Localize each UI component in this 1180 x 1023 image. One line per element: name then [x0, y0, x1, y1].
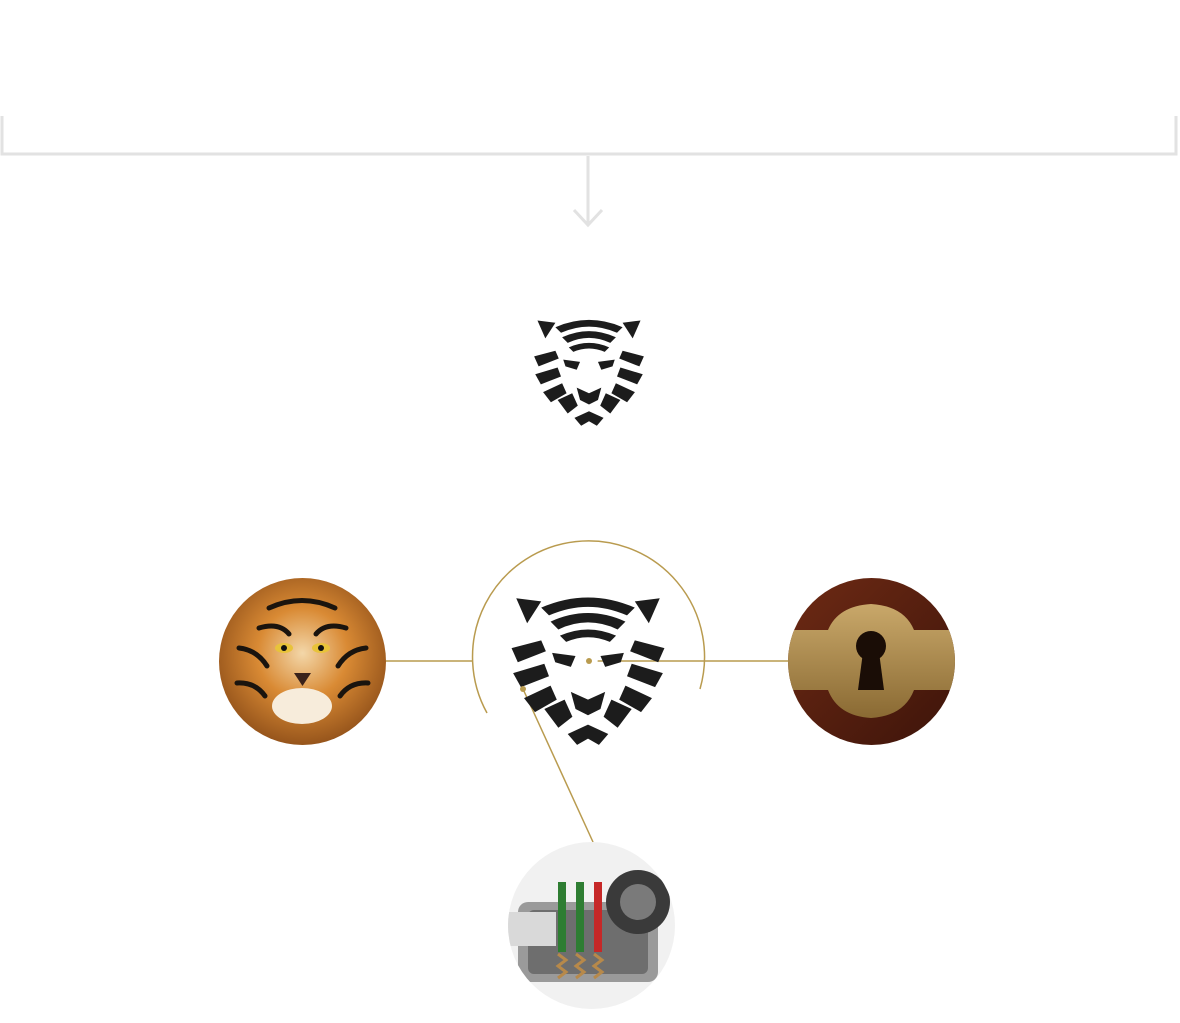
keyhole-photo	[788, 578, 955, 745]
concept-diagram	[386, 540, 788, 843]
tiger-logo-large-icon	[511, 597, 665, 745]
junction-dot-center	[586, 658, 592, 664]
connector-cylinder	[522, 688, 594, 843]
bracket-connector	[0, 116, 1178, 228]
down-arrow-icon	[572, 156, 604, 228]
junction-dot-lower	[520, 686, 526, 692]
tiger-logo-icon	[534, 319, 644, 426]
tiger-photo	[219, 578, 386, 745]
concept-arc	[471, 540, 706, 714]
bracket-line	[0, 116, 1178, 156]
lock-cylinder-photo	[508, 842, 675, 1009]
